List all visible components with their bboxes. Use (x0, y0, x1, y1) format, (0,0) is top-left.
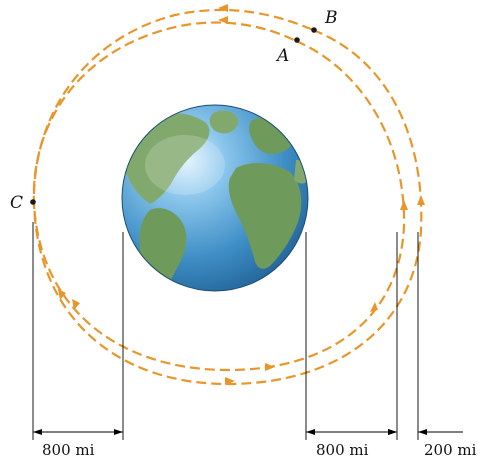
extension-lines (32, 222, 419, 440)
label-B: B (324, 8, 338, 28)
outer-orbit (32, 8, 423, 386)
arrow-bottom-inner (225, 377, 235, 385)
point-A: A (275, 37, 300, 66)
point-B: B (311, 8, 338, 33)
inner-orbit (32, 21, 406, 372)
arrow-bottom-inner-2 (265, 363, 275, 371)
arrow-left-inner (72, 299, 80, 310)
arrow-right-outer (417, 195, 425, 205)
dimension-right-outer-label: 200 mi (424, 441, 477, 459)
dimension-right-outer: 200 mi (372, 429, 477, 459)
arrow-top-outer (218, 4, 228, 12)
point-C: C (10, 193, 36, 213)
dimension-left-label: 800 mi (42, 441, 95, 459)
dimension-right-inner: 800 mi (306, 429, 397, 459)
arrow-top-inner (218, 16, 228, 24)
dimension-right-inner-label: 800 mi (316, 441, 369, 459)
arrow-right-inner (400, 200, 408, 210)
arrow-right-lower-inner (370, 302, 378, 312)
dimension-left: 800 mi (33, 429, 123, 459)
label-A: A (275, 46, 289, 66)
label-C: C (10, 193, 23, 213)
earth-globe-icon (121, 104, 309, 292)
orbit-arrows (58, 4, 425, 385)
arrow-left-outer (58, 289, 66, 300)
